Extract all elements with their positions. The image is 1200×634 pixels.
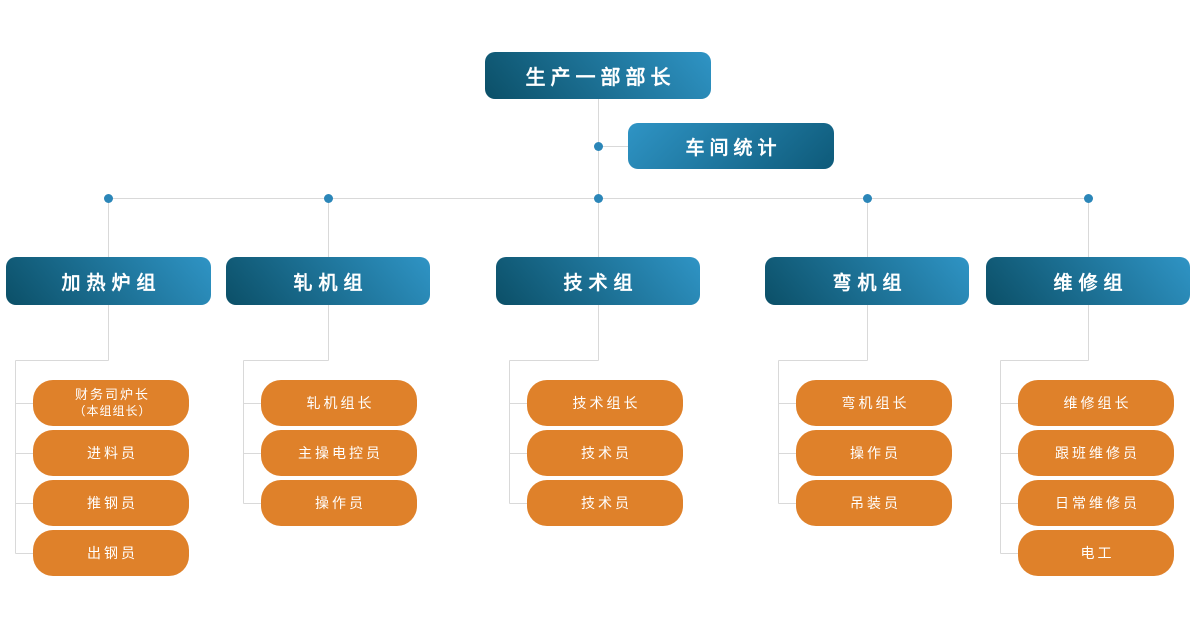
node-label: 轧机组长 xyxy=(306,394,375,411)
connector-dot xyxy=(594,142,603,151)
node-production-director: 生产一部部长 xyxy=(485,52,711,99)
node-role: 操作员 xyxy=(261,480,417,526)
node-label: 电工 xyxy=(1080,544,1115,561)
node-sublabel: （本组组长） xyxy=(73,403,152,418)
node-label: 主操电控员 xyxy=(298,444,383,461)
node-group-rolling-mill: 轧机组 xyxy=(226,257,430,305)
node-label: 生产一部部长 xyxy=(525,67,676,89)
node-label: 加热炉组 xyxy=(61,272,162,294)
node-label: 技术员 xyxy=(581,494,632,511)
connector-dot xyxy=(1084,194,1093,203)
node-role: 电工 xyxy=(1018,530,1174,576)
node-role: 跟班维修员 xyxy=(1018,430,1174,476)
connector-dot xyxy=(863,194,872,203)
node-role: 出钢员 xyxy=(33,530,189,576)
node-label: 出钢员 xyxy=(87,544,138,561)
node-label: 技术组长 xyxy=(572,394,641,411)
node-label: 日常维修员 xyxy=(1055,494,1140,511)
node-role: 日常维修员 xyxy=(1018,480,1174,526)
node-role: 吊装员 xyxy=(796,480,952,526)
node-role: 维修组长 xyxy=(1018,380,1174,426)
node-label: 车间统计 xyxy=(685,137,782,159)
node-label: 弯机组长 xyxy=(841,394,910,411)
node-label: 技术员 xyxy=(581,444,632,461)
node-workshop-statistics: 车间统计 xyxy=(628,123,834,169)
node-role: 财务司炉长 （本组组长） xyxy=(33,380,189,426)
node-label: 财务司炉长 xyxy=(74,386,150,402)
connector-dot xyxy=(594,194,603,203)
node-label: 维修组 xyxy=(1053,272,1129,294)
node-label: 操作员 xyxy=(850,444,901,461)
node-group-technical: 技术组 xyxy=(496,257,700,305)
node-role: 轧机组长 xyxy=(261,380,417,426)
node-group-heating-furnace: 加热炉组 xyxy=(6,257,211,305)
node-role: 进料员 xyxy=(33,430,189,476)
node-label: 进料员 xyxy=(87,444,138,461)
node-label: 轧机组 xyxy=(293,272,369,294)
node-role: 技术员 xyxy=(527,480,683,526)
node-role: 技术员 xyxy=(527,430,683,476)
connector-dot xyxy=(324,194,333,203)
connector-dot-group xyxy=(104,142,1093,203)
node-role: 主操电控员 xyxy=(261,430,417,476)
node-label: 维修组长 xyxy=(1063,394,1132,411)
node-role: 推钢员 xyxy=(33,480,189,526)
node-role: 弯机组长 xyxy=(796,380,952,426)
node-label: 弯机组 xyxy=(832,272,908,294)
node-group-maintenance: 维修组 xyxy=(986,257,1190,305)
node-label: 技术组 xyxy=(563,272,639,294)
node-role: 技术组长 xyxy=(527,380,683,426)
node-label: 操作员 xyxy=(315,494,366,511)
node-role: 操作员 xyxy=(796,430,952,476)
node-group-bending-machine: 弯机组 xyxy=(765,257,969,305)
connector-dot xyxy=(104,194,113,203)
node-label: 跟班维修员 xyxy=(1055,444,1140,461)
node-label: 推钢员 xyxy=(87,494,138,511)
node-label: 吊装员 xyxy=(850,494,901,511)
